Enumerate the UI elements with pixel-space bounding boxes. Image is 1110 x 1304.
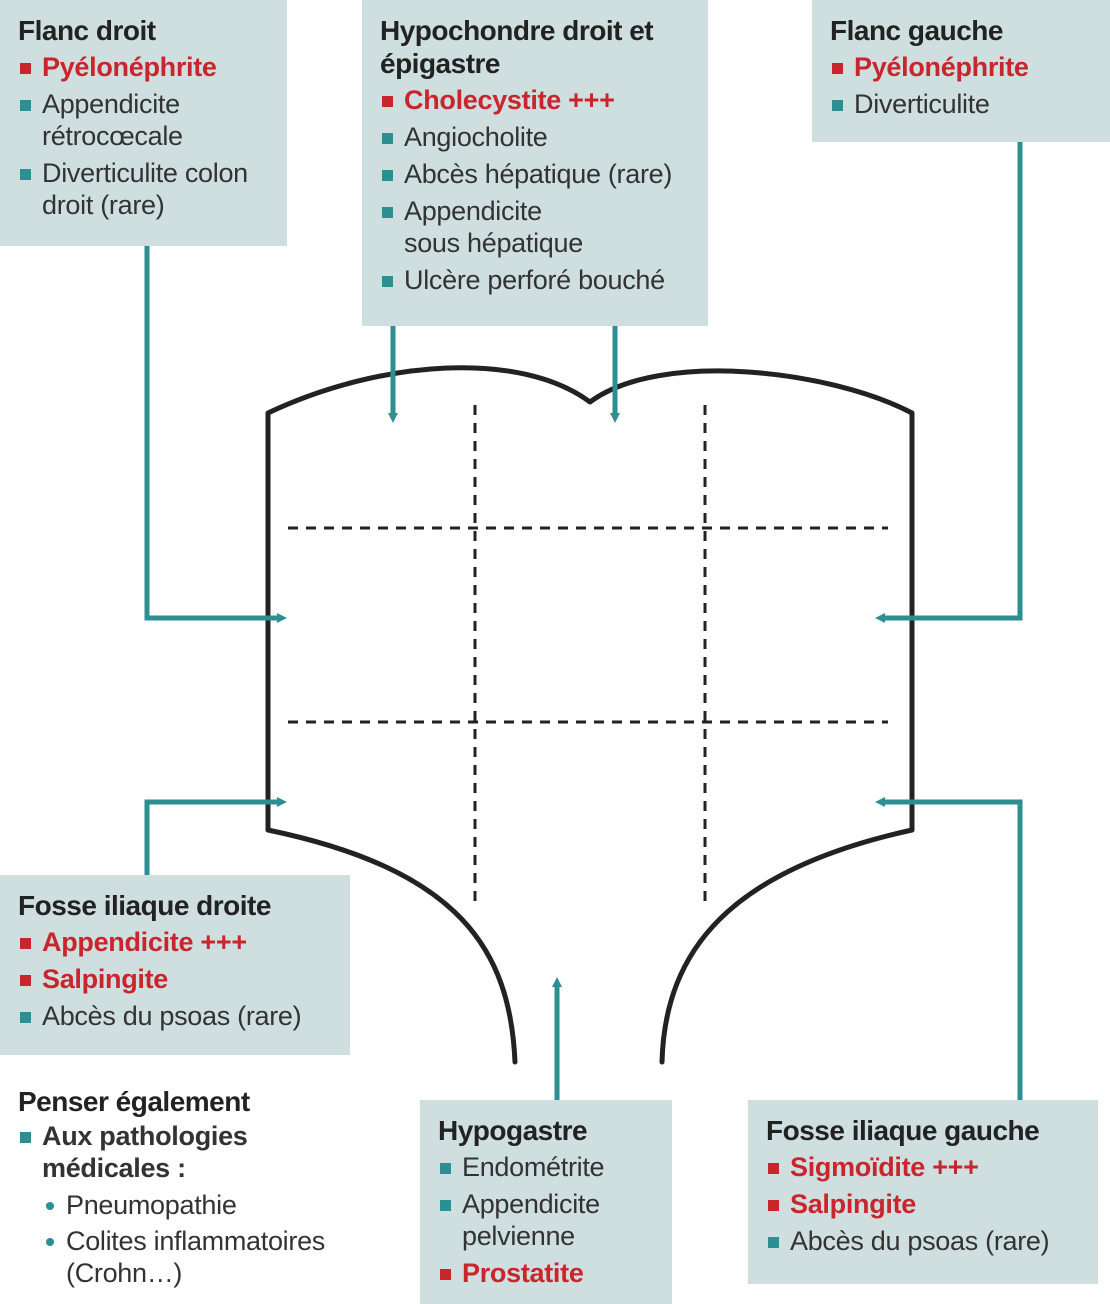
list-item-urgent: Pyélonéphrite xyxy=(830,51,1094,83)
list-item: Abcès hépatique (rare) xyxy=(380,158,692,190)
arrow-fosse-droite xyxy=(147,802,282,875)
box-title: Fosse iliaque gauche xyxy=(766,1114,1082,1147)
box-title: Flanc droit xyxy=(18,14,271,47)
list-item: Ulcère perforé bouché xyxy=(380,264,692,296)
list-item-urgent: Salpingite xyxy=(766,1188,1082,1220)
list-item: Appendicite pelvienne xyxy=(438,1188,632,1252)
box-title: Fosse iliaque droite xyxy=(18,889,334,922)
list-item-urgent: Prostatite xyxy=(438,1257,656,1289)
arrow-flanc-gauche xyxy=(880,126,1020,618)
list-item: Aux pathologies médicales : xyxy=(18,1120,282,1184)
arrow-flanc-droit xyxy=(147,238,282,618)
list-item-urgent: Salpingite xyxy=(18,963,334,995)
list-item: Endométrite xyxy=(438,1151,656,1183)
list-item: Angiocholite xyxy=(380,121,692,153)
box-hypogastre: Hypogastre Endométrite Appendicite pelvi… xyxy=(420,1100,672,1304)
list-item-urgent: Pyélonéphrite xyxy=(18,51,271,83)
region-dividers xyxy=(288,405,888,905)
box-title: Flanc gauche xyxy=(830,14,1094,47)
list-item-urgent: Sigmoïdite +++ xyxy=(766,1151,1082,1183)
box-hypochondre: Hypochondre droit et épigastre Cholecyst… xyxy=(362,0,708,326)
list-item: Appendicite sous hépatique xyxy=(380,195,604,259)
list-item-urgent: Cholecystite +++ xyxy=(380,84,692,116)
box-title: Hypochondre droit et épigastre xyxy=(380,14,670,80)
list-item: Diverticulite xyxy=(830,88,1094,120)
list-item-urgent: Appendicite +++ xyxy=(18,926,334,958)
box-title: Hypogastre xyxy=(438,1114,656,1147)
arrow-fosse-gauche xyxy=(880,802,1020,1100)
list-item: Appendicite rétrocœcale xyxy=(18,88,222,152)
box-flanc-droit: Flanc droit Pyélonéphrite Appendicite ré… xyxy=(0,0,287,246)
list-item: Abcès du psoas (rare) xyxy=(18,1000,334,1032)
sub-list-item: Colites inflammatoires (Crohn…) xyxy=(42,1225,366,1289)
box-fosse-iliaque-gauche: Fosse iliaque gauche Sigmoïdite +++ Salp… xyxy=(748,1100,1098,1284)
sub-list-item: Pneumopathie xyxy=(42,1189,398,1221)
list-item: Abcès du psoas (rare) xyxy=(766,1225,1082,1257)
other-considerations: Penser également Aux pathologies médical… xyxy=(18,1085,398,1293)
other-title: Penser également xyxy=(18,1085,398,1118)
box-fosse-iliaque-droite: Fosse iliaque droite Appendicite +++ Sal… xyxy=(0,875,350,1055)
box-flanc-gauche: Flanc gauche Pyélonéphrite Diverticulite xyxy=(812,0,1110,142)
abdomen-outline xyxy=(268,368,912,1062)
list-item: Diverticulite colon droit (rare) xyxy=(18,157,272,221)
